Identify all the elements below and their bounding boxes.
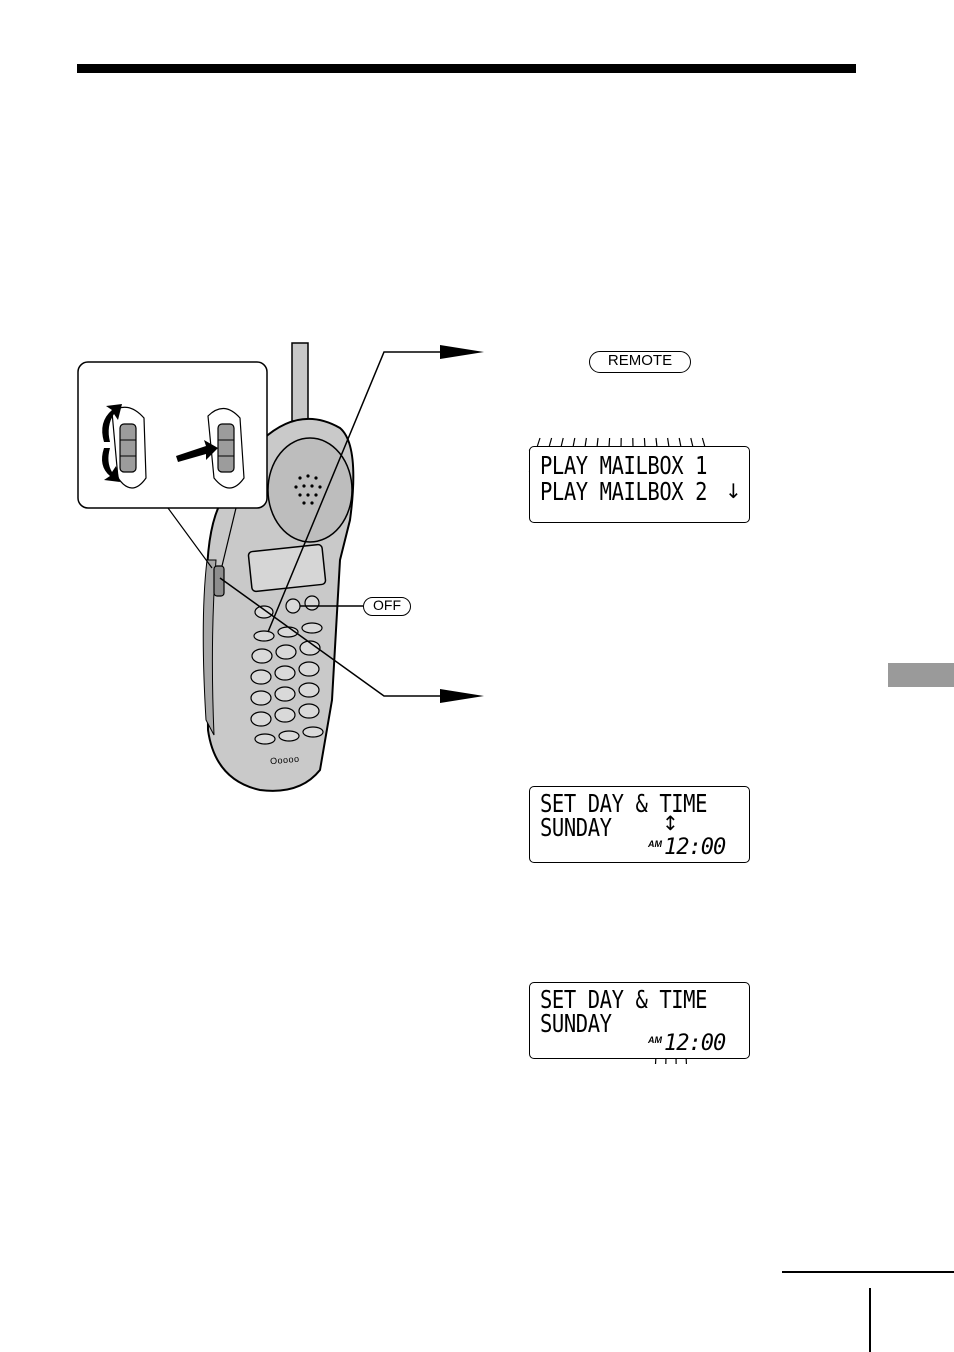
- jog-dial-rotate-icon: [102, 404, 147, 489]
- am-indicator: AM: [648, 839, 662, 849]
- antenna: [291, 342, 309, 422]
- handset-display: [247, 543, 327, 593]
- footer-rule: [782, 1271, 954, 1273]
- lcd-display-mailbox: PLAY MAILBOX 1 PLAY MAILBOX 2 ↓: [529, 446, 750, 523]
- pointer-arrow-icon: [440, 689, 484, 703]
- lcd-display-set-time: SET DAY & TIME SUNDAY AM 12:00: [529, 982, 750, 1059]
- footer-divider: [869, 1288, 871, 1352]
- lcd-line-1: SET DAY & TIME: [540, 789, 708, 818]
- top-rule: [77, 64, 856, 73]
- am-indicator: AM: [648, 1035, 662, 1045]
- lcd-line-1: PLAY MAILBOX 1: [540, 451, 708, 480]
- off-button[interactable]: OFF: [363, 597, 411, 616]
- time-readout: 12:00: [664, 1031, 726, 1056]
- lcd-line-2: SUNDAY: [540, 813, 612, 842]
- pointer-arrow-icon: [440, 345, 484, 359]
- time-readout: 12:00: [664, 835, 726, 860]
- lcd-line-1: SET DAY & TIME: [540, 985, 708, 1014]
- jog-dial: [213, 565, 225, 597]
- leader-line-top: [267, 351, 442, 633]
- earpiece: [267, 437, 353, 543]
- jog-dial-push-icon: [176, 407, 245, 489]
- remote-button[interactable]: REMOTE: [589, 351, 691, 373]
- lcd-line-2: PLAY MAILBOX 2: [540, 477, 708, 506]
- lcd-display-set-day: SET DAY & TIME SUNDAY ↕ AM 12:00: [529, 786, 750, 863]
- leader-line-bottom: [219, 577, 442, 697]
- up-down-arrow-icon: ↕: [662, 811, 679, 835]
- keypad: [250, 622, 324, 745]
- lcd-line-2: SUNDAY: [540, 1009, 612, 1038]
- section-tab: [888, 663, 954, 687]
- down-arrow-icon: ↓: [725, 479, 742, 503]
